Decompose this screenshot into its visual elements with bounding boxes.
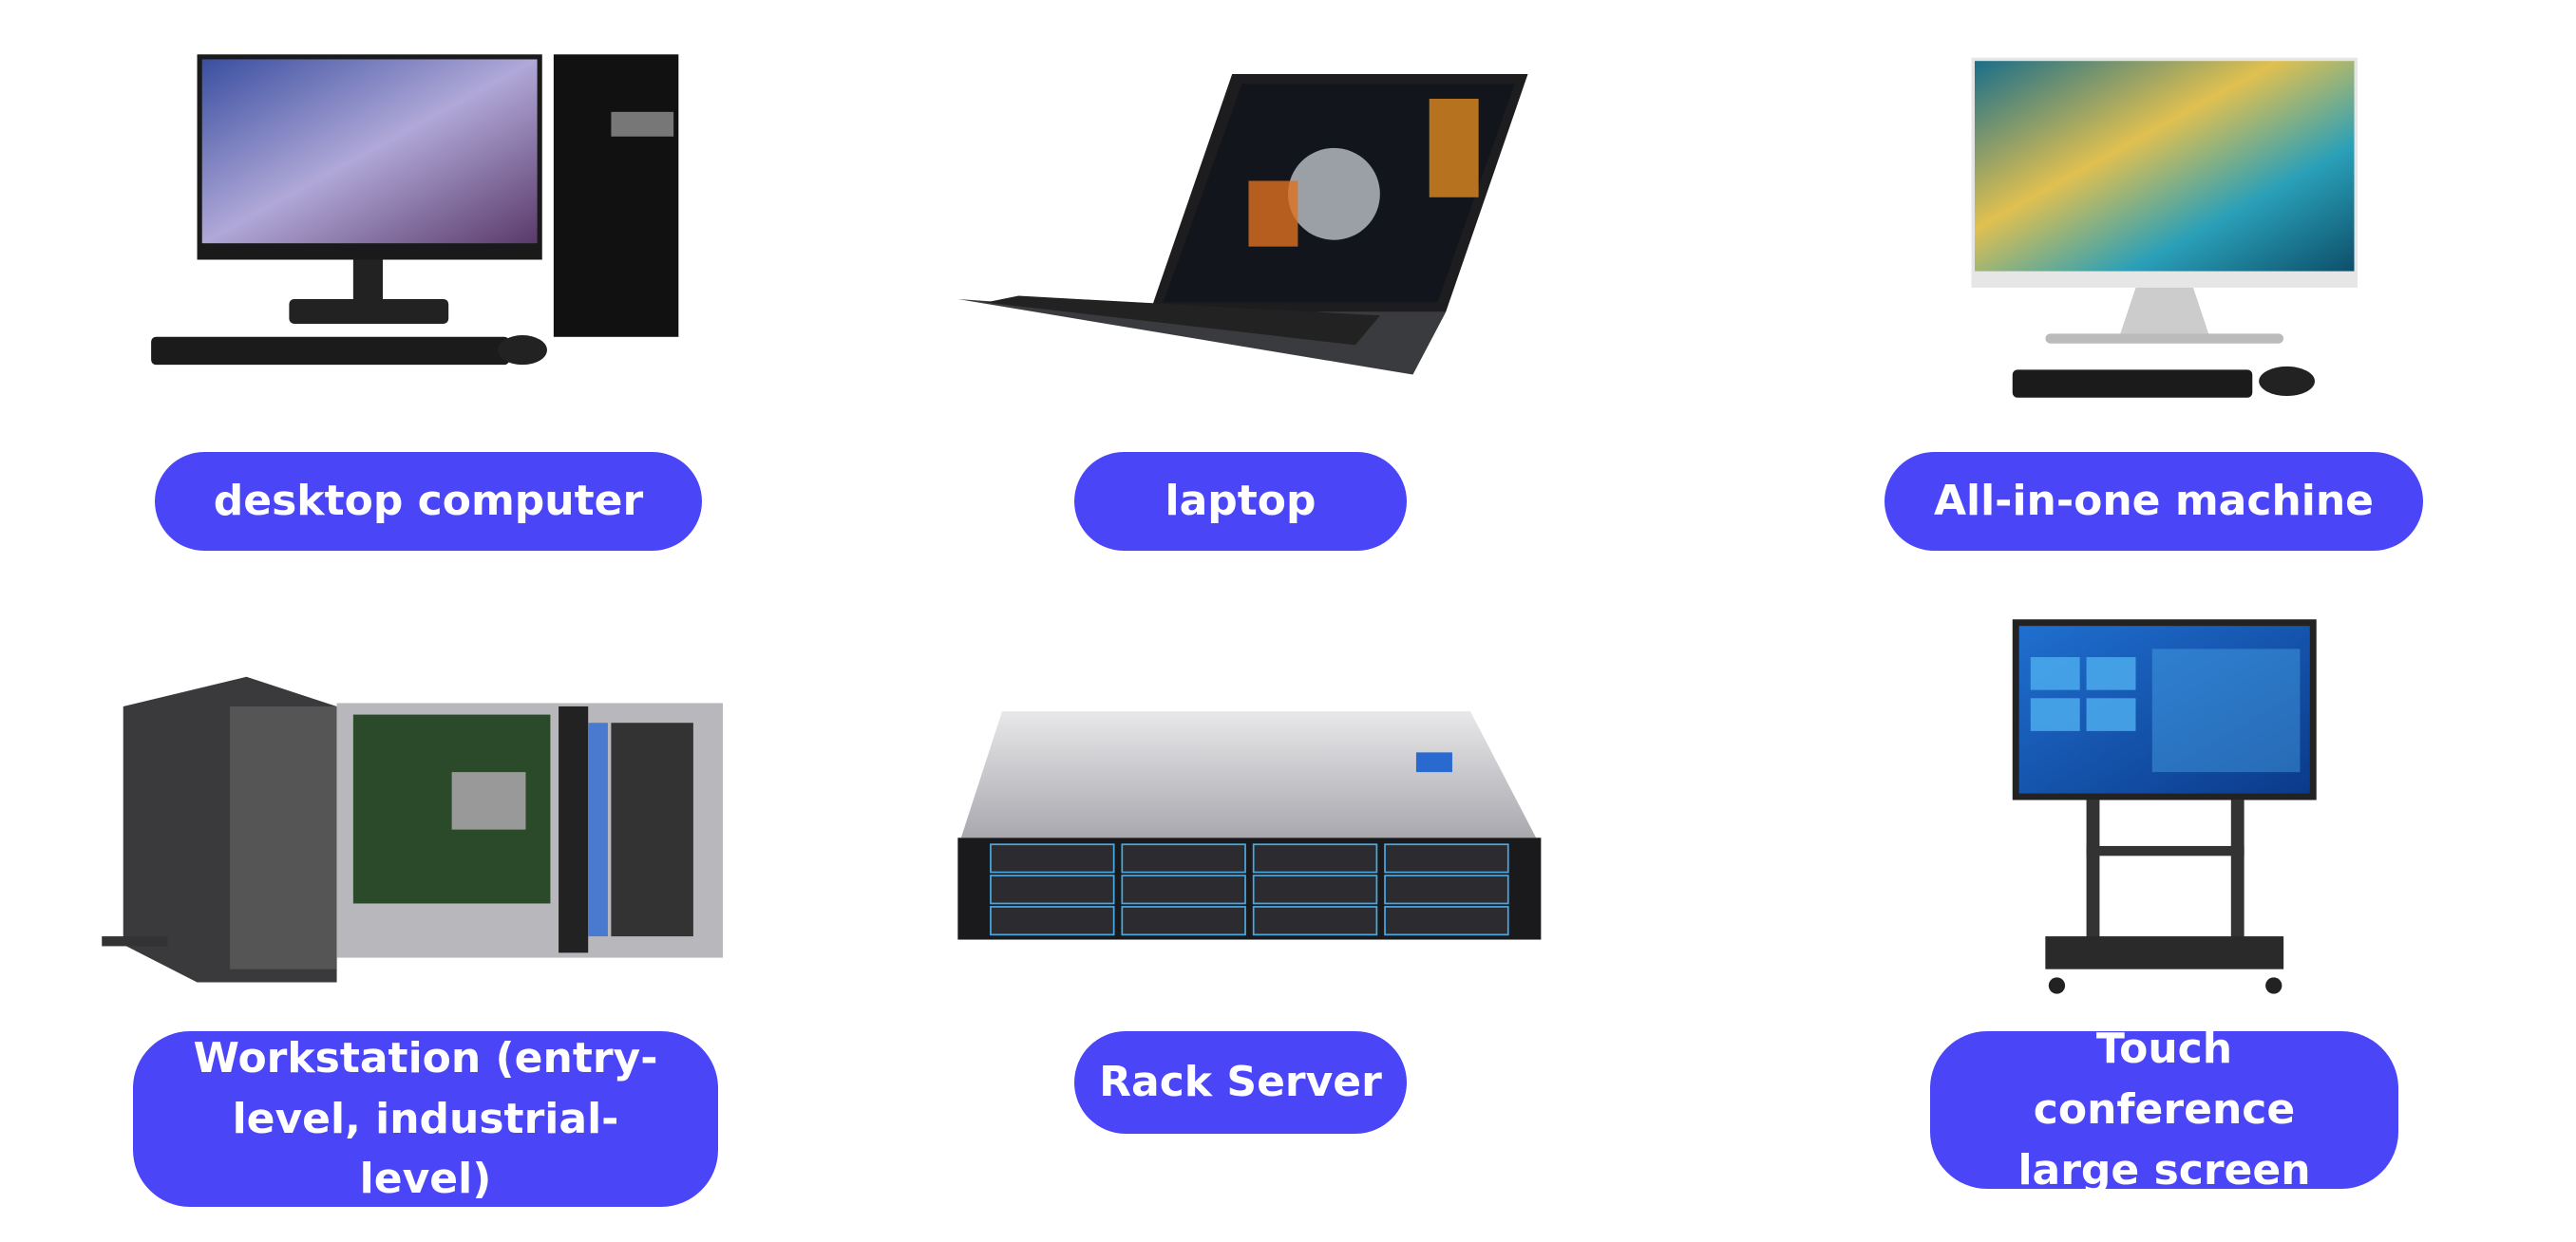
rack-server-icon (957, 711, 1542, 940)
category-label-laptop: laptop (1074, 452, 1407, 551)
touch-screen-icon (2012, 619, 2317, 994)
category-label-all-in-one: All-in-one machine (1885, 452, 2423, 551)
category-label-workstation: Workstation (entry-level, industrial-lev… (133, 1031, 718, 1207)
category-label-rack-server: Rack Server (1074, 1031, 1407, 1134)
category-label-desktop-computer: desktop computer (155, 452, 702, 551)
all-in-one-icon (1971, 57, 2358, 398)
laptop-icon (957, 74, 1528, 375)
category-label-touch-screen: Touch conference large screen (1930, 1025, 2398, 1195)
desktop-computer-icon (151, 54, 679, 366)
workstation-icon (102, 676, 724, 983)
